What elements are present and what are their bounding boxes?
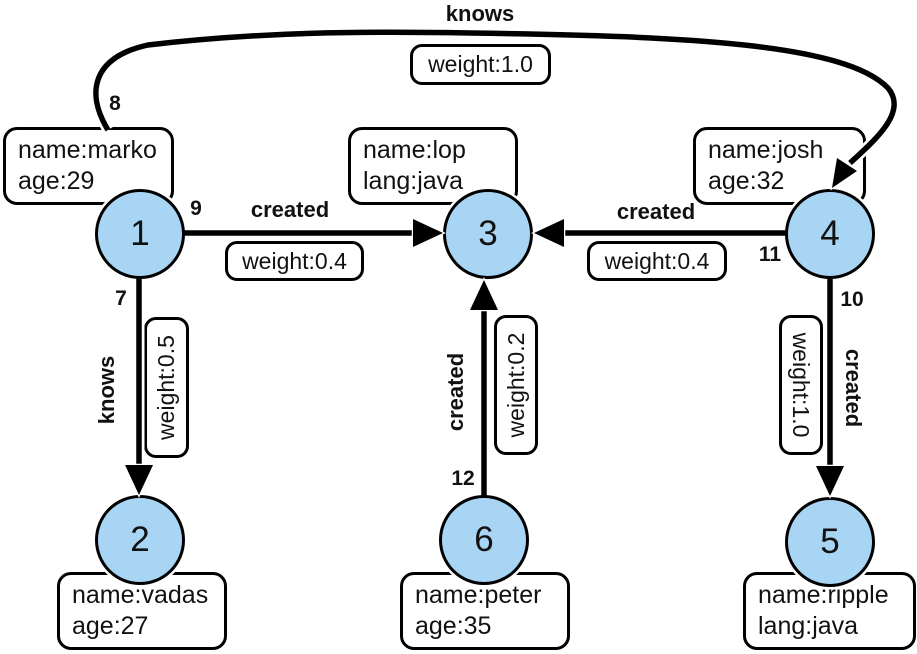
vertex-6-properties: name:peter age:35 — [400, 572, 570, 650]
edge-9-label: created — [250, 197, 330, 222]
property-line: name:josh — [708, 136, 824, 164]
edge-12-id: 12 — [451, 467, 475, 490]
edge-7-id: 7 — [115, 287, 127, 310]
vertex-3-id: 3 — [478, 214, 498, 253]
edge-11-id: 11 — [758, 243, 782, 266]
property-line: name:marko — [18, 136, 157, 164]
edge-11-weight: weight:0.4 — [604, 247, 710, 274]
edge-7-weight: weight:0.5 — [153, 335, 179, 440]
edge-9-weight-box: weight:0.4 — [225, 241, 364, 281]
edge-9-id: 9 — [190, 197, 202, 220]
vertex-3: 3 — [443, 189, 533, 279]
vertex-2-id: 2 — [130, 520, 150, 559]
property-line: name:lop — [363, 136, 466, 164]
edge-12-label: created — [443, 352, 468, 432]
edge-7-arrowhead — [123, 463, 155, 498]
property-line: age:35 — [415, 612, 492, 640]
edge-9-arrowhead — [411, 217, 446, 249]
edge-8-weight: weight:1.0 — [428, 51, 533, 77]
vertex-2: 2 — [95, 495, 185, 585]
vertex-5-properties: name:ripple lang:java — [743, 572, 916, 650]
vertex-1: 1 — [95, 189, 185, 279]
property-line: age:29 — [18, 167, 95, 195]
edge-10-weight: weight:1.0 — [788, 332, 815, 438]
property-line: age:27 — [72, 612, 149, 640]
property-line: lang:java — [363, 167, 464, 195]
edge-12-arrowhead — [468, 277, 500, 312]
edge-11-weight-box: weight:0.4 — [587, 241, 727, 281]
edge-11-arrowhead — [531, 217, 566, 249]
property-line: lang:java — [758, 612, 859, 640]
edge-10-arrowhead — [814, 464, 846, 499]
vertex-4: 4 — [785, 189, 875, 279]
vertex-6: 6 — [439, 495, 529, 585]
property-line: age:32 — [708, 167, 785, 195]
edge-12-weight: weight:0.2 — [502, 332, 529, 438]
vertex-1-id: 1 — [130, 214, 150, 253]
edge-7-weight-box: weight:0.5 — [144, 317, 189, 458]
vertex-2-properties: name:vadas age:27 — [57, 572, 227, 650]
edge-8-id: 8 — [109, 92, 121, 115]
vertex-6-id: 6 — [474, 520, 494, 559]
vertex-5: 5 — [785, 497, 875, 587]
edge-11-label: created — [616, 199, 696, 224]
edge-9-weight: weight:0.4 — [242, 247, 347, 274]
edge-10-id: 10 — [840, 288, 864, 311]
edge-7-label: knows — [94, 355, 119, 425]
vertex-5-id: 5 — [820, 522, 840, 561]
vertex-4-id: 4 — [820, 214, 840, 253]
property-line: name:peter — [415, 581, 542, 609]
property-line: name:vadas — [72, 581, 209, 609]
edge-8-weight-box: weight:1.0 — [410, 44, 551, 85]
edge-8-label: knows — [445, 1, 515, 26]
edge-10-weight-box: weight:1.0 — [779, 315, 823, 455]
edge-12-weight-box: weight:0.2 — [494, 315, 538, 455]
edge-10-label: created — [841, 348, 866, 428]
